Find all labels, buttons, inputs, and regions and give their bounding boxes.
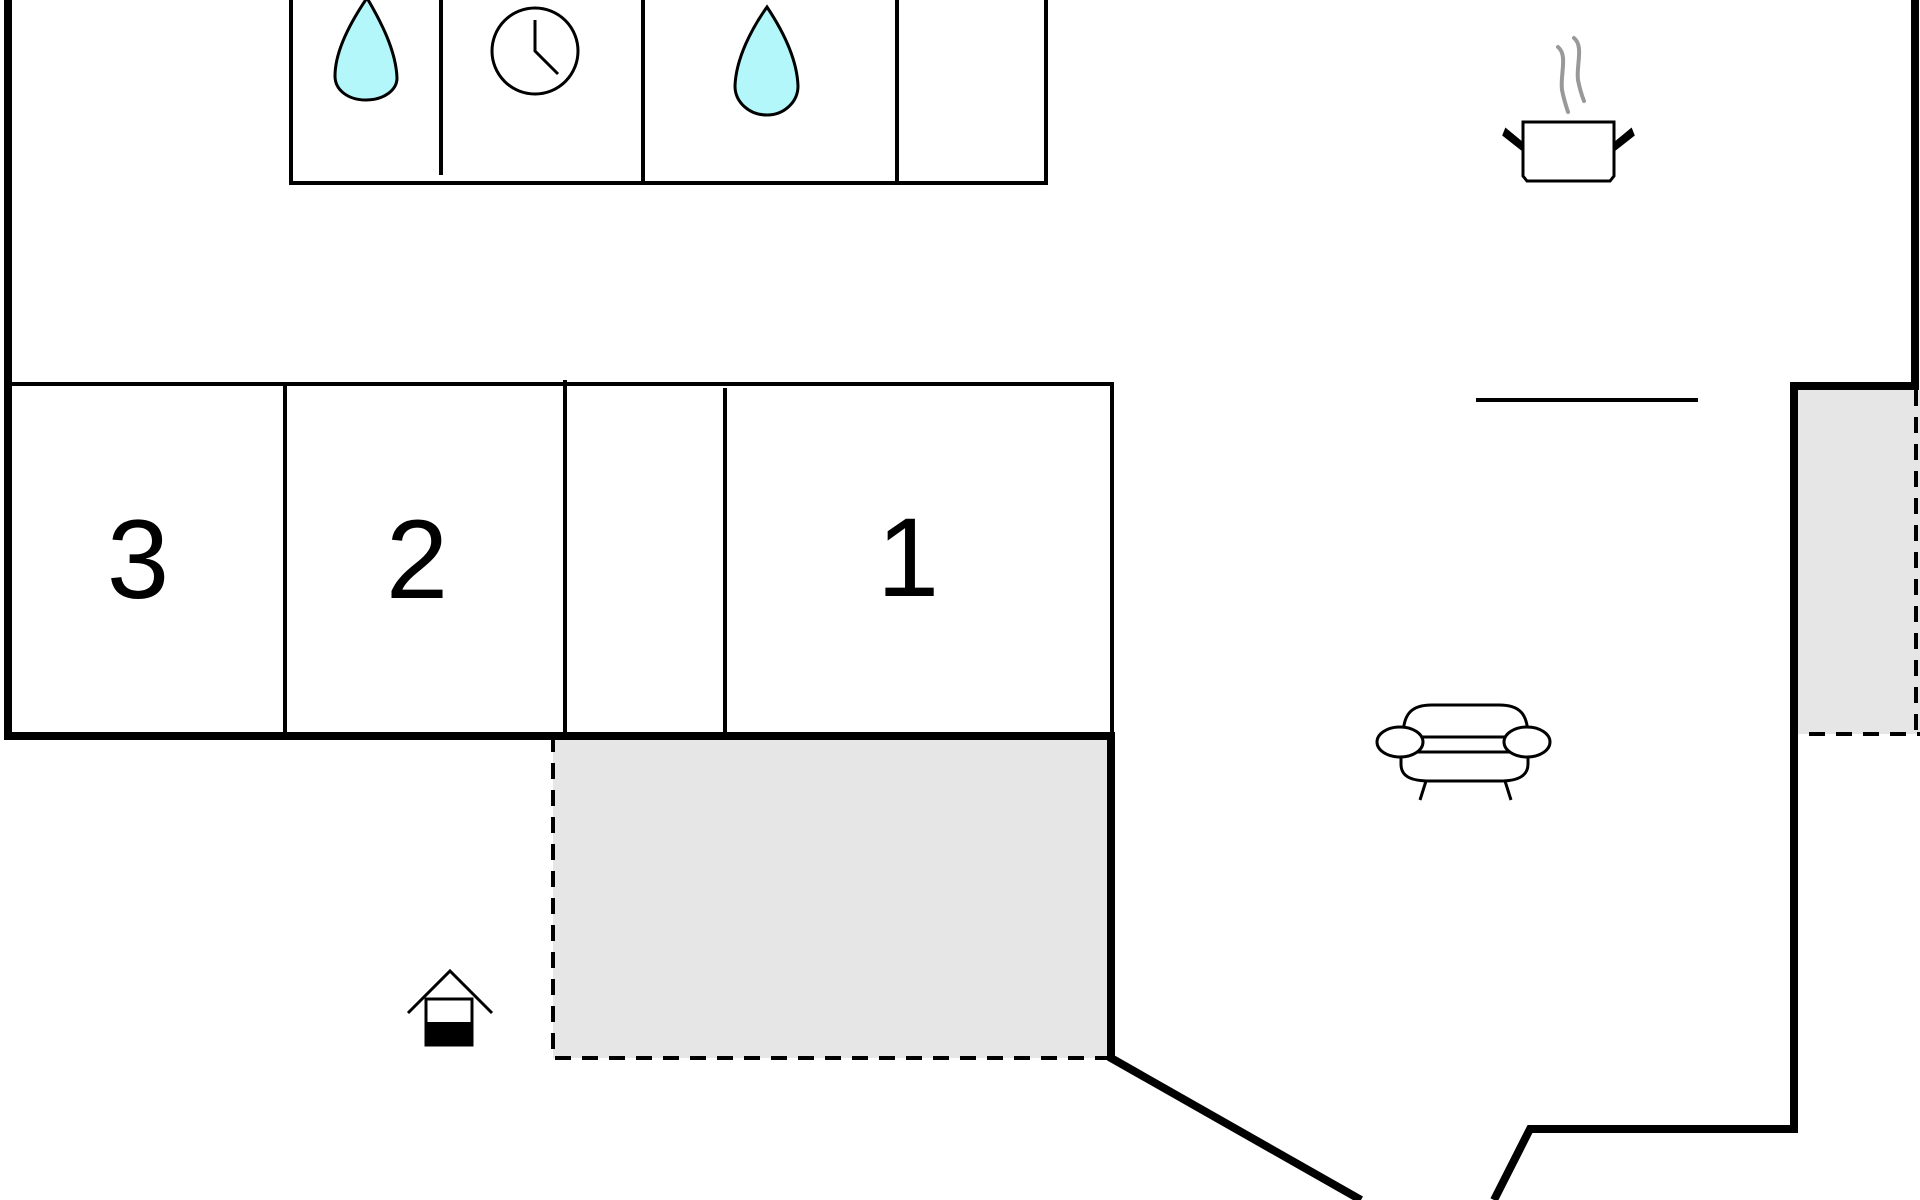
outer-walls [4,0,1919,1200]
water-drop-icon [733,4,800,117]
clock-icon [490,6,580,96]
sofa-icon [1375,703,1552,801]
room-label-3: 3 [106,497,170,622]
house-entrance-icon [406,968,494,1047]
terrace-main [551,736,1111,1060]
room-label-1: 1 [876,495,940,620]
water-drop-icon [333,0,399,102]
steaming-pot-icon [1502,36,1635,183]
room-label-2: 2 [385,497,449,622]
terrace-side [1796,390,1920,736]
bedroom-walls [8,380,1114,732]
upper-block-walls [289,0,1048,185]
